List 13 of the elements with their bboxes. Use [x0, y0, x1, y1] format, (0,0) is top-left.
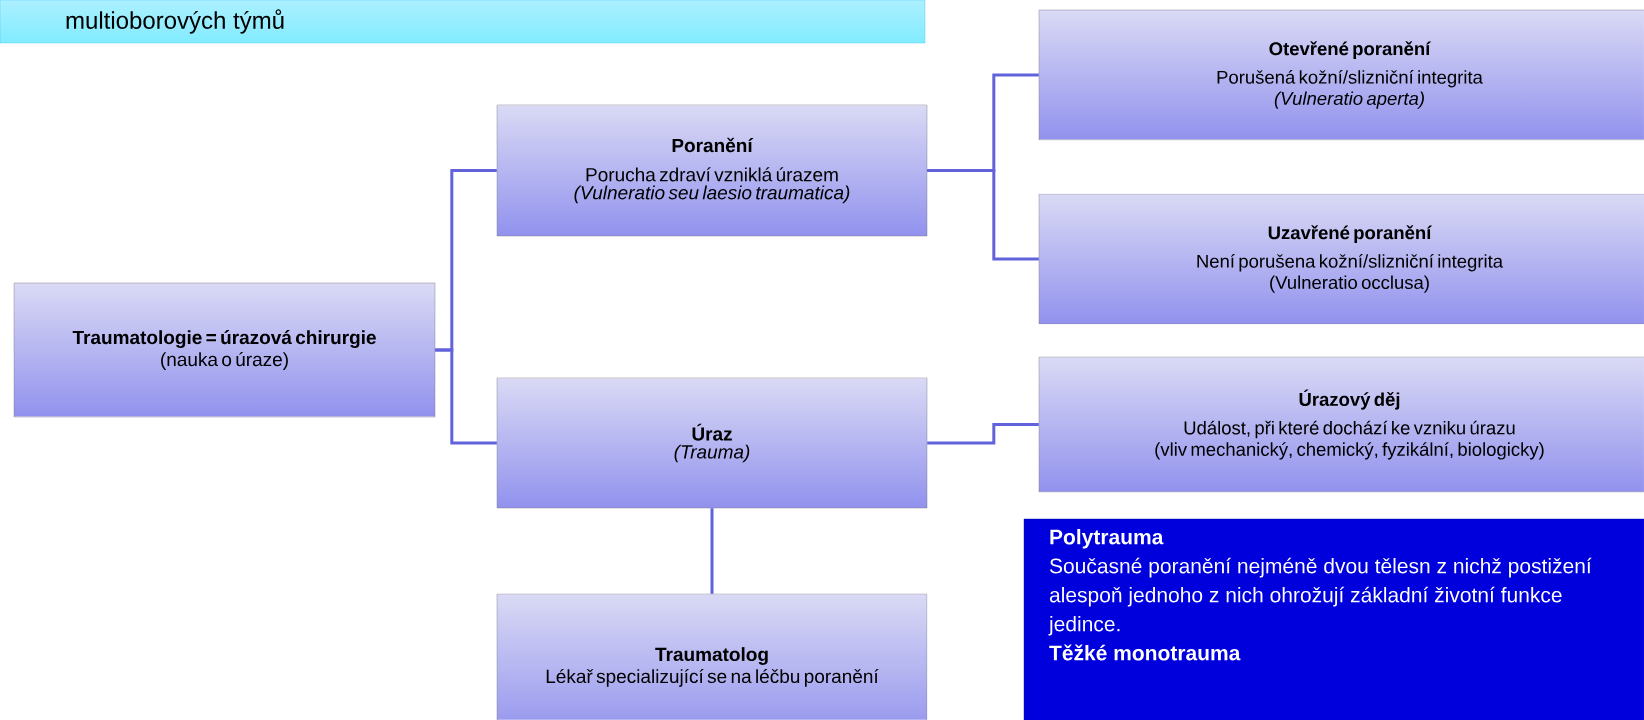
connector-line — [710, 508, 714, 594]
process-box: Úrazový děj Událost, při které dochází ke vzniku úrazu (vliv mechanický, chemický, fyzikální, biologicky) — [1038, 356, 1644, 493]
connector-line — [927, 169, 1039, 261]
process-box: Traumatolog Lékař specializující se na léčbu poranění — [496, 593, 928, 720]
process-box: Uzavřené poranění Není porušena kožní/slizniční integrita (Vulneratio occlusa) — [1038, 193, 1644, 325]
process-box: Poranění Porucha zdraví vzniklá úrazem (Vulneratio seu laesio traumatica) — [496, 104, 928, 237]
definition-box: Polytrauma Současné poranění nejméně dvou tělesn z nichž postižení alespoň jednoho z nich ohrožují základní životní funkce jedince. Těžké monotrauma — [1023, 518, 1644, 720]
process-box: Úraz (Trauma) — [496, 377, 928, 509]
process-box: Traumatologie = úrazová chirurgie (nauka o úraze) — [13, 282, 436, 418]
connector-line — [927, 423, 1039, 445]
process-box: Otevřené poranění Porušená kožní/slizniční integrita (Vulneratio aperta) — [1038, 9, 1644, 141]
connector-line — [435, 348, 497, 445]
banner: multioborových týmů — [0, 0, 926, 44]
